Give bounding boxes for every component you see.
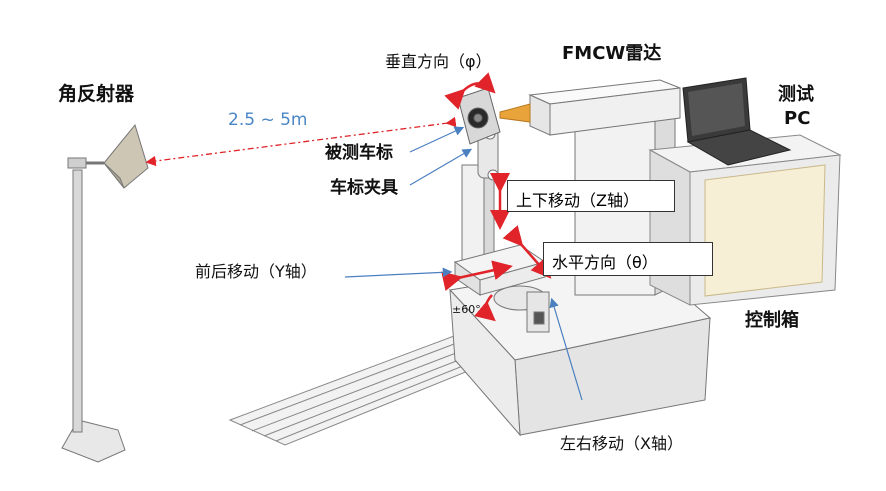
distance-arrow xyxy=(145,116,457,167)
vertical-direction-label: 垂直方向（φ） xyxy=(385,52,492,71)
y-axis-label: 前后移动（Y轴） xyxy=(195,262,317,281)
motion-arrows xyxy=(441,72,552,322)
pointer-lines xyxy=(344,126,583,401)
y-motion-arrow xyxy=(441,260,513,291)
fmcw-radar-unit xyxy=(499,79,681,136)
test-pc-label-line1: 测试 xyxy=(778,84,814,105)
laptop-icon xyxy=(682,77,792,166)
control-cabinet xyxy=(648,134,842,306)
radar-label: FMCW雷达 xyxy=(562,43,662,64)
theta-rotation-arrow xyxy=(474,294,496,322)
x-axis-label: 左右移动（X轴） xyxy=(560,434,683,453)
linear-rail xyxy=(228,329,522,446)
horizontal-direction-label: 水平方向（θ） xyxy=(543,242,713,276)
test-pc-label-line2: PC xyxy=(784,108,811,129)
distance-label: 2.5 ~ 5m xyxy=(228,110,308,130)
control-box-label: 控制箱 xyxy=(745,310,799,331)
z-axis-column xyxy=(461,127,499,266)
target-plate-label: 被测车标 xyxy=(325,143,393,163)
z-axis-label: 上下移动（Z轴） xyxy=(507,180,675,212)
corner-reflector-label: 角反射器 xyxy=(58,83,135,105)
plate-fixture-label: 车标夹具 xyxy=(330,178,398,198)
angle-range-label: ±60° xyxy=(452,303,481,316)
corner-reflector xyxy=(61,123,149,463)
phi-rotation-arrow xyxy=(444,72,496,110)
